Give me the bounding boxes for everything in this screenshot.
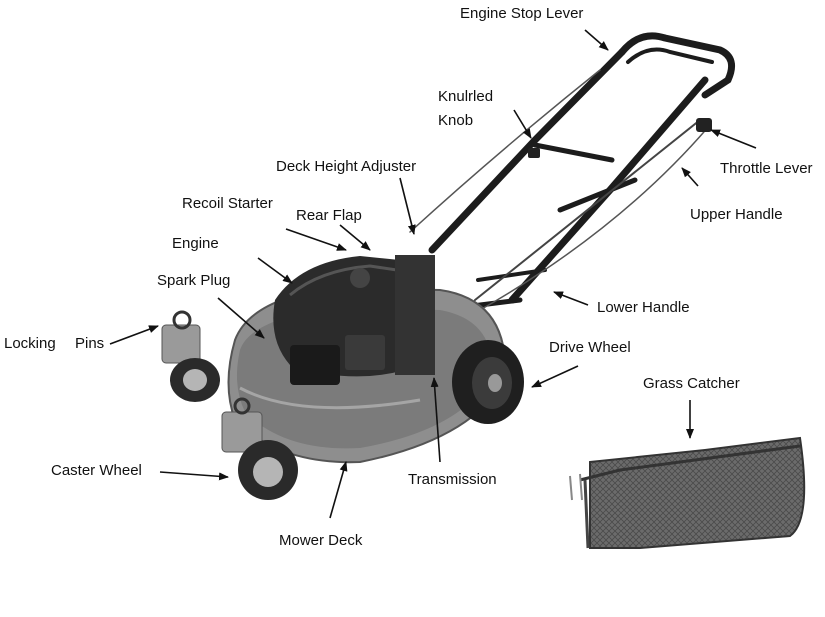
arrow-mower-deck (329, 461, 348, 519)
arrow-recoil-starter (285, 228, 347, 251)
label-throttle-lever: Throttle Lever (720, 160, 813, 177)
label-spark-plug: Spark Plug (157, 272, 231, 289)
arrow-caster-wheel (159, 471, 229, 481)
label-engine-stop-lever: Engine Stop Lever (460, 5, 584, 22)
label-engine: Engine (172, 235, 219, 252)
leader-lines (109, 29, 757, 519)
arrow-spark-plug (217, 297, 265, 339)
arrow-upper-handle (681, 167, 699, 187)
label-deck-height-adjuster: Deck Height Adjuster (276, 158, 417, 175)
caster-wheel-rear-part (161, 310, 220, 402)
arrow-rear-flap (339, 224, 371, 251)
caster-wheel-front-part (221, 397, 298, 500)
engine-part (273, 255, 435, 385)
knurled-knob-part (528, 148, 540, 158)
arrow-deck-height-adjuster (399, 177, 416, 235)
label-upper-handle: Upper Handle (690, 206, 783, 223)
arrow-locking-pins (109, 325, 159, 345)
label-knurled-knob-line1: Knulrled (438, 88, 494, 105)
arrow-transmission (430, 377, 441, 463)
label-lower-handle: Lower Handle (597, 299, 690, 316)
label-pins: Pins (75, 335, 105, 352)
label-drive-wheel: Drive Wheel (549, 339, 631, 356)
handle-assembly (409, 32, 736, 313)
arrow-throttle-lever (710, 129, 757, 149)
label-rear-flap: Rear Flap (296, 207, 362, 224)
drive-wheel-part (452, 340, 524, 424)
label-mower-deck: Mower Deck (279, 532, 363, 549)
label-transmission: Transmission (408, 471, 497, 488)
throttle-lever-part (696, 118, 712, 132)
arrow-engine-stop-lever (584, 29, 609, 51)
label-knurled-knob-line2: Knob (438, 112, 474, 129)
label-grass-catcher: Grass Catcher (643, 375, 740, 392)
arrow-drive-wheel (531, 365, 579, 388)
arrow-engine (257, 257, 293, 284)
arrow-lower-handle (553, 291, 589, 306)
label-locking: Locking (4, 335, 56, 352)
arrow-knurled-knob (513, 109, 532, 139)
label-recoil-starter: Recoil Starter (182, 195, 273, 212)
label-caster-wheel: Caster Wheel (51, 462, 142, 479)
grass-catcher-part (569, 436, 806, 549)
